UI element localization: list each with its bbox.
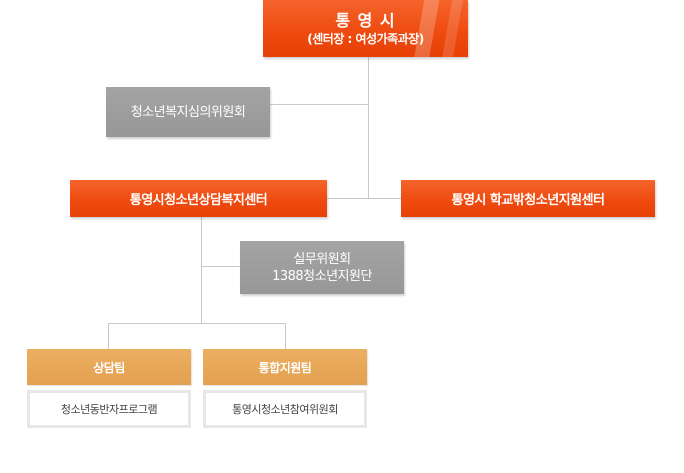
node-integrated-support-team: 통합지원팀: [203, 349, 367, 385]
node-out-of-school-center-label: 통영시 학교밖청소년지원센터: [451, 193, 605, 208]
node-youth-companion-program: 청소년동반자프로그램: [27, 390, 191, 428]
node-youth-participation-committee: 통영시청소년참여위원회: [203, 390, 367, 428]
node-youth-welfare-committee: 청소년복지심의위원회: [106, 87, 270, 137]
connector-team-left: [108, 323, 109, 349]
connector-committee: [270, 104, 369, 105]
node-tongyeong-city-subtitle: (센터장 : 여성가족과장): [307, 31, 424, 46]
node-youth-welfare-committee-label: 청소년복지심의위원회: [130, 104, 246, 120]
connector-top-vertical: [368, 57, 369, 198]
connector-working-committee: [201, 266, 241, 267]
connector-centers-horizontal: [327, 198, 402, 199]
node-tongyeong-city-title: 통 영 시: [335, 10, 396, 30]
connector-center-down: [201, 217, 202, 324]
node-counseling-team: 상담팀: [27, 349, 191, 385]
node-working-committee: 실무위원회 1388청소년지원단: [240, 241, 404, 294]
node-youth-participation-committee-label: 통영시청소년참여위원회: [232, 403, 338, 416]
node-working-committee-line2: 1388청소년지원단: [272, 268, 372, 284]
node-counseling-welfare-center: 통영시청소년상담복지센터: [70, 180, 327, 217]
connector-teams-horizontal: [108, 323, 286, 324]
node-counseling-team-label: 상담팀: [93, 360, 125, 375]
connector-team-right: [285, 323, 286, 349]
node-integrated-support-team-label: 통합지원팀: [258, 360, 312, 375]
node-youth-companion-program-label: 청소년동반자프로그램: [60, 403, 158, 416]
node-working-committee-line1: 실무위원회: [293, 251, 351, 267]
node-out-of-school-center: 통영시 학교밖청소년지원센터: [401, 180, 655, 217]
node-tongyeong-city: 통 영 시 (센터장 : 여성가족과장): [263, 0, 468, 57]
node-counseling-welfare-center-label: 통영시청소년상담복지센터: [129, 193, 268, 208]
